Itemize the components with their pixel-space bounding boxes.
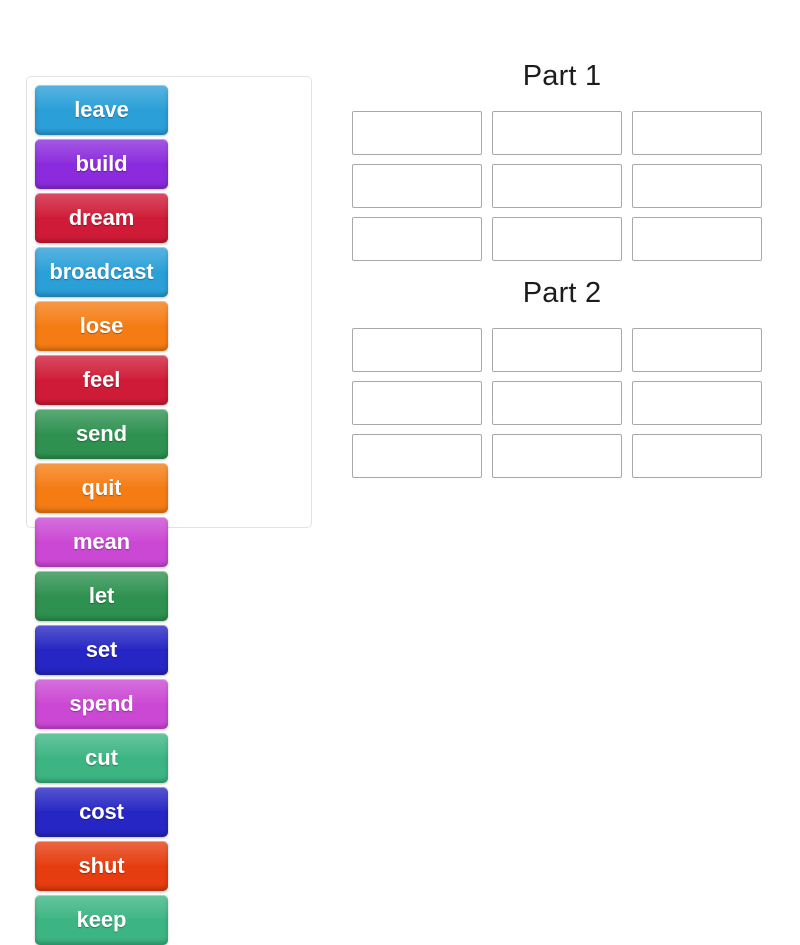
word-tile-label: send: [76, 421, 127, 446]
word-tile[interactable]: quit: [35, 463, 168, 513]
word-tile[interactable]: build: [35, 139, 168, 189]
drop-slot[interactable]: [492, 328, 622, 372]
sort-group-title: Part 2: [522, 277, 602, 309]
word-tile[interactable]: mean: [35, 517, 168, 567]
drop-slot-grid: [352, 328, 772, 478]
sort-panel: Part 1 Part 2: [352, 62, 772, 484]
drop-slot[interactable]: [492, 164, 622, 208]
word-tile-label: let: [88, 583, 115, 608]
word-tile[interactable]: let: [35, 571, 168, 621]
activity-stage: leave build dream broadcast lose feel send quit…: [26, 62, 772, 945]
word-tile[interactable]: feel: [35, 355, 168, 405]
word-tile[interactable]: spend: [35, 679, 168, 729]
word-tile[interactable]: dream: [35, 193, 168, 243]
word-tile[interactable]: cut: [35, 733, 168, 783]
word-tile-label: mean: [72, 529, 131, 554]
word-tile-label: build: [75, 151, 128, 176]
drop-slot-grid: [352, 111, 772, 261]
drop-slot[interactable]: [632, 434, 762, 478]
drop-slot[interactable]: [352, 111, 482, 155]
word-tile[interactable]: keep: [35, 895, 168, 945]
sort-group-title: Part 1: [522, 60, 602, 92]
word-tile-tray: leave build dream broadcast lose feel send quit…: [26, 76, 312, 945]
drop-slot[interactable]: [352, 381, 482, 425]
word-tile-label: leave: [74, 97, 129, 122]
drop-slot[interactable]: [352, 328, 482, 372]
drop-slot[interactable]: [632, 328, 762, 372]
word-tile[interactable]: lose: [35, 301, 168, 351]
drop-slot[interactable]: [632, 111, 762, 155]
word-tile[interactable]: set: [35, 625, 168, 675]
word-tile-label: set: [85, 637, 118, 662]
drop-slot[interactable]: [492, 381, 622, 425]
word-tile[interactable]: send: [35, 409, 168, 459]
drop-slot[interactable]: [492, 434, 622, 478]
drop-slot[interactable]: [352, 434, 482, 478]
word-tile[interactable]: cost: [35, 787, 168, 837]
drop-slot[interactable]: [352, 164, 482, 208]
word-tile-label: feel: [82, 367, 121, 392]
word-tile[interactable]: shut: [35, 841, 168, 891]
word-tile-label: cost: [79, 799, 124, 824]
drop-slot[interactable]: [352, 217, 482, 261]
sort-group: Part 2: [352, 279, 772, 478]
word-tile-label: dream: [68, 205, 135, 230]
drop-slot[interactable]: [492, 111, 622, 155]
word-tile-label: shut: [78, 853, 125, 878]
word-tile[interactable]: leave: [35, 85, 168, 135]
drop-slot[interactable]: [492, 217, 622, 261]
word-tile-label: cut: [85, 745, 118, 770]
drop-slot[interactable]: [632, 217, 762, 261]
drop-slot[interactable]: [632, 164, 762, 208]
sort-group: Part 1: [352, 62, 772, 261]
word-tile-label: quit: [81, 475, 122, 500]
word-tile-label: lose: [79, 313, 124, 338]
drop-slot[interactable]: [632, 381, 762, 425]
word-tile-label: broadcast: [49, 259, 154, 284]
word-tile[interactable]: broadcast: [35, 247, 168, 297]
word-tile-label: spend: [69, 691, 134, 716]
word-tile-label: keep: [76, 907, 127, 932]
